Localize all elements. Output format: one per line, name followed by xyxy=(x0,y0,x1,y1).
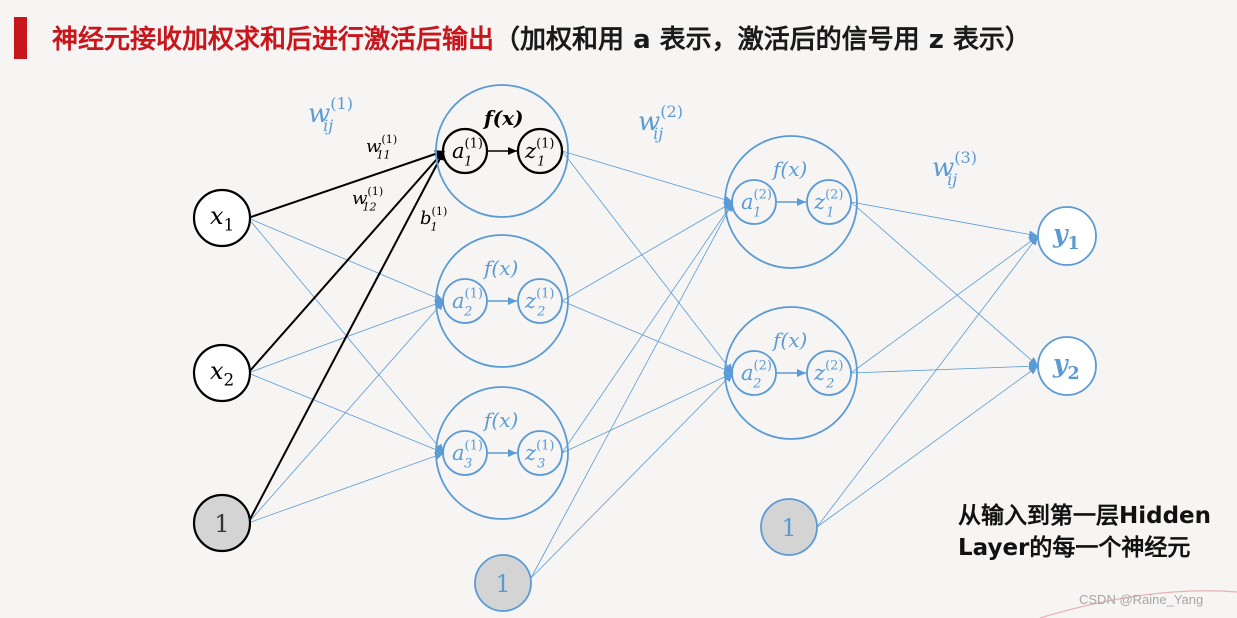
input-bias-label: 1 xyxy=(214,510,229,538)
layer-weight-label-1: w(1)ij xyxy=(308,94,353,135)
hidden1-z-label-1: z(1)1 xyxy=(524,137,555,170)
hidden1-z-node-1 xyxy=(516,127,564,175)
hidden1-z-label-2: z(1)2 xyxy=(524,287,555,320)
caption-line-2: Layer的每一个神经元 xyxy=(958,535,1191,561)
edge-in-1-h1-0 xyxy=(247,150,445,374)
edge-h1-3-h2-1 xyxy=(530,372,734,579)
input-label-1: x1 xyxy=(210,202,234,235)
edge-h2-2-out-1 xyxy=(816,365,1039,528)
hidden1-bias-label: 1 xyxy=(495,570,510,598)
edge-in-2-h1-2 xyxy=(247,452,445,524)
hidden1-a-label-2: a(1)2 xyxy=(452,287,483,320)
title-main: 神经元接收加权求和后进行激活后输出 xyxy=(52,25,495,55)
edge-weight-label-2: w(1)12 xyxy=(352,185,383,213)
edge-h1-2-h2-0 xyxy=(561,201,734,454)
hidden1-z-node-2 xyxy=(517,278,563,324)
edge-in-1-h1-2 xyxy=(247,372,445,454)
hidden1-a-node-1 xyxy=(441,127,489,175)
edge-in-2-h1-0 xyxy=(247,150,445,524)
watermark: CSDN @Raine_Yang xyxy=(1079,592,1204,607)
edge-in-2-h1-1 xyxy=(247,300,445,524)
input-node-2 xyxy=(192,343,252,403)
hidden1-fx-label-3: f(x) xyxy=(482,408,518,432)
edge-h2-2-out-0 xyxy=(816,235,1039,528)
edge-h1-1-h2-0 xyxy=(561,201,734,302)
hidden2-z-node-2 xyxy=(806,350,852,396)
layer-weight-label-3: w(3)ij xyxy=(932,148,977,189)
output-node-1 xyxy=(1037,206,1097,266)
edge-in-0-h1-0 xyxy=(247,150,445,219)
edge-weight-label-1: w(1)11 xyxy=(366,133,397,161)
seal-fragment xyxy=(1039,590,1237,618)
edge-h2-1-out-1 xyxy=(850,362,1039,374)
hidden2-a-node-1 xyxy=(731,179,777,225)
hidden2-a-label-2: a(2)2 xyxy=(741,359,772,392)
caption: 从输入到第一层Hidden Layer的每一个神经元 xyxy=(958,500,1233,564)
hidden1-fx-label-2: f(x) xyxy=(482,256,518,280)
hidden2-fx-label-2: f(x) xyxy=(771,328,807,352)
title-accent-bar xyxy=(14,17,27,59)
hidden2-bias-node xyxy=(760,498,818,556)
hidden1-a-node-2 xyxy=(442,278,488,324)
hidden1-neuron-1 xyxy=(435,84,569,218)
edge-h1-0-h2-1 xyxy=(561,150,734,374)
hidden1-neuron-3 xyxy=(435,386,569,520)
input-node-1 xyxy=(192,188,252,248)
input-label-2: x2 xyxy=(210,357,234,390)
output-node-2 xyxy=(1037,336,1097,396)
hidden2-neuron-1 xyxy=(724,135,858,269)
hidden1-a-label-1: a(1)1 xyxy=(452,137,483,170)
hidden2-a-label-1: a(2)1 xyxy=(741,188,772,221)
hidden1-bias-node xyxy=(474,554,532,612)
hidden2-z-label-2: z(2)2 xyxy=(813,359,844,392)
input-bias-node xyxy=(192,493,252,553)
hidden1-z-label-3: z(1)3 xyxy=(524,439,555,472)
edge-h2-1-out-0 xyxy=(850,235,1039,374)
hidden2-z-label-1: z(2)1 xyxy=(813,188,844,221)
hidden2-a-node-2 xyxy=(731,350,777,396)
edge-in-0-h1-1 xyxy=(247,217,445,302)
hidden2-fx-label-1: f(x) xyxy=(771,157,807,181)
edge-h2-0-out-1 xyxy=(850,201,1039,367)
output-label-2: y2 xyxy=(1052,349,1080,384)
edge-h2-0-out-0 xyxy=(850,201,1039,239)
slide-title: 神经元接收加权求和后进行激活后输出（加权和用 a 表示，激活后的信号用 z 表示… xyxy=(52,20,1031,60)
edge-h1-1-h2-1 xyxy=(561,300,734,374)
edge-h1-0-h2-0 xyxy=(561,150,734,204)
hidden1-a-label-3: a(1)3 xyxy=(452,439,483,472)
edge-h1-2-h2-1 xyxy=(561,372,734,454)
layer-weight-label-2: w(2)ij xyxy=(638,102,683,143)
title-note: （加权和用 a 表示，激活后的信号用 z 表示） xyxy=(494,25,1031,55)
hidden2-neuron-2 xyxy=(724,306,858,440)
hidden2-bias-label: 1 xyxy=(781,514,796,542)
hidden1-z-node-3 xyxy=(517,430,563,476)
hidden2-z-node-1 xyxy=(806,179,852,225)
caption-line-1: 从输入到第一层Hidden xyxy=(958,503,1212,529)
hidden1-neuron-2 xyxy=(435,234,569,368)
hidden1-a-node-3 xyxy=(442,430,488,476)
edge-weight-label-3: b(1)1 xyxy=(420,205,447,233)
hidden1-fx-label-1: f(x) xyxy=(482,106,523,130)
edge-h1-3-h2-0 xyxy=(530,201,734,579)
output-label-1: y1 xyxy=(1052,219,1080,254)
